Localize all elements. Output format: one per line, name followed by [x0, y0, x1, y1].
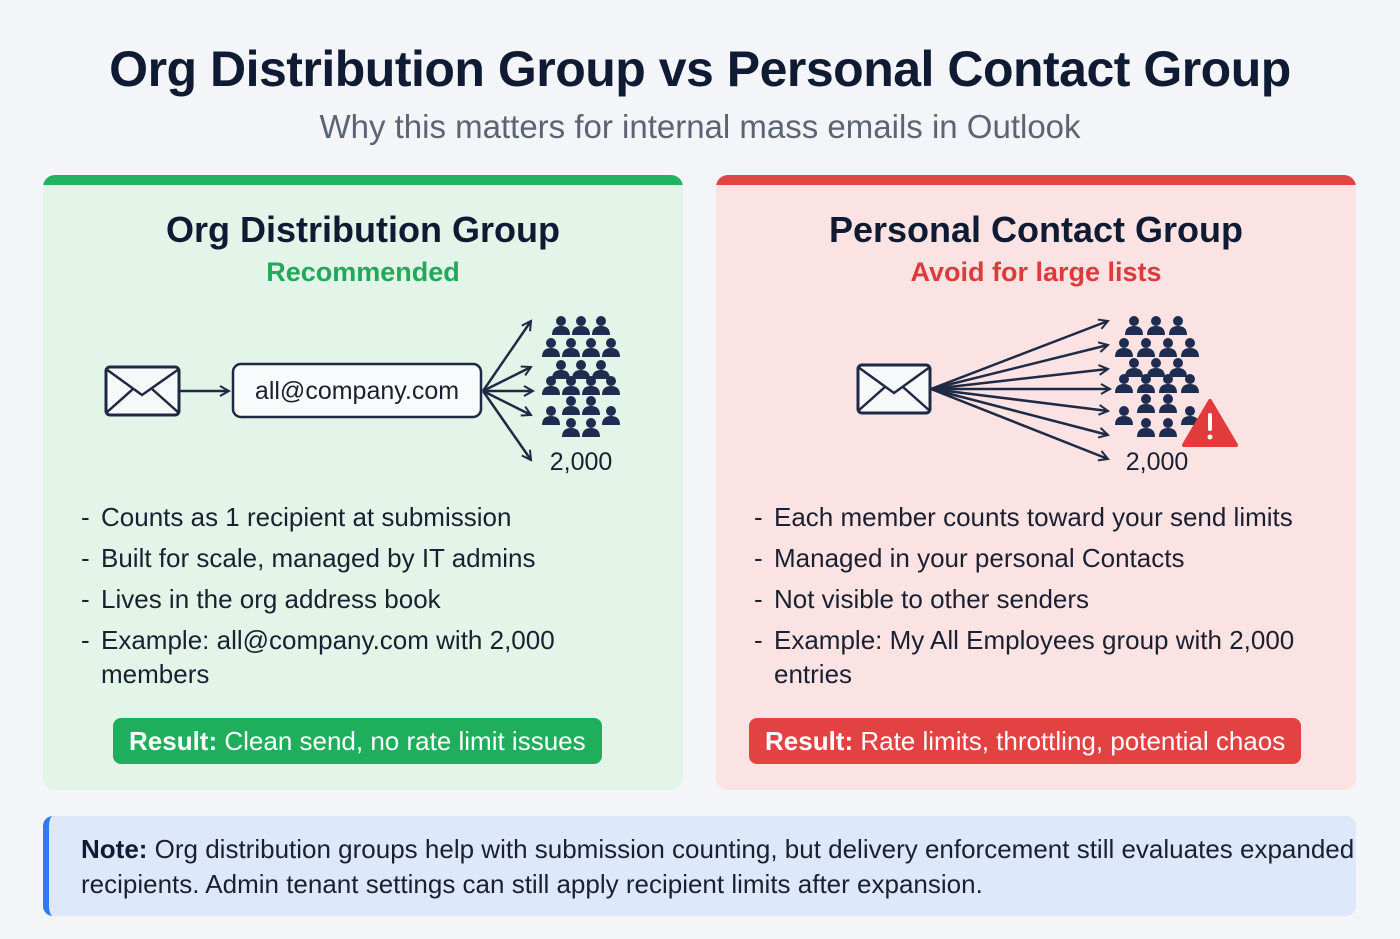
group-address: all@company.com — [255, 377, 459, 405]
list-item: Lives in the org address book — [81, 582, 661, 616]
result-label: Result: — [765, 726, 854, 756]
note-label: Note: — [81, 834, 148, 864]
feature-list: Each member counts toward your send limi… — [754, 500, 1334, 698]
envelope-icon — [104, 365, 181, 417]
feature-list: Counts as 1 recipient at submission Buil… — [81, 500, 661, 698]
card-title: Org Distribution Group — [166, 209, 560, 250]
result-badge: Result: Rate limits, throttling, potenti… — [749, 718, 1302, 764]
list-item: Not visible to other senders — [754, 582, 1334, 616]
card-accent-bar — [43, 175, 683, 185]
org-distribution-group-card: Org Distribution Group Recommended all@c… — [43, 175, 683, 790]
people-group-icon — [542, 316, 620, 437]
note-callout: Note: Org distribution groups help with … — [43, 816, 1356, 916]
list-item: Example: My All Employees group with 2,0… — [754, 623, 1334, 691]
envelope-icon — [856, 363, 932, 415]
list-item: Counts as 1 recipient at submission — [81, 500, 661, 534]
warning-triangle-icon — [1182, 399, 1238, 447]
result-text: Rate limits, throttling, potential chaos — [853, 726, 1286, 756]
result-badge: Result: Clean send, no rate limit issues — [113, 718, 602, 764]
list-item: Built for scale, managed by IT admins — [81, 541, 661, 575]
card-accent-bar — [716, 175, 1356, 185]
result-label: Result: — [129, 726, 218, 756]
recipient-count: 2,000 — [550, 448, 613, 476]
list-item: Example: all@company.com with 2,000 memb… — [81, 623, 661, 691]
page-title: Org Distribution Group vs Personal Conta… — [109, 41, 1291, 97]
recipient-count: 2,000 — [1126, 448, 1189, 476]
result-text: Clean send, no rate limit issues — [217, 726, 586, 756]
card-subtitle: Avoid for large lists — [910, 257, 1162, 287]
page-subtitle: Why this matters for internal mass email… — [319, 108, 1081, 145]
card-subtitle: Recommended — [266, 257, 460, 287]
people-group-icon — [1115, 316, 1199, 437]
list-item: Each member counts toward your send limi… — [754, 500, 1334, 534]
distribution-diagram: all@company.com 2,000 — [104, 316, 620, 476]
list-item: Managed in your personal Contacts — [754, 541, 1334, 575]
note-text: Org distribution groups help with submis… — [81, 834, 1355, 899]
card-title: Personal Contact Group — [828, 209, 1244, 250]
contact-group-diagram: 2,000 — [856, 316, 1238, 476]
personal-contact-group-card: Personal Contact Group Avoid for large l… — [716, 175, 1356, 790]
